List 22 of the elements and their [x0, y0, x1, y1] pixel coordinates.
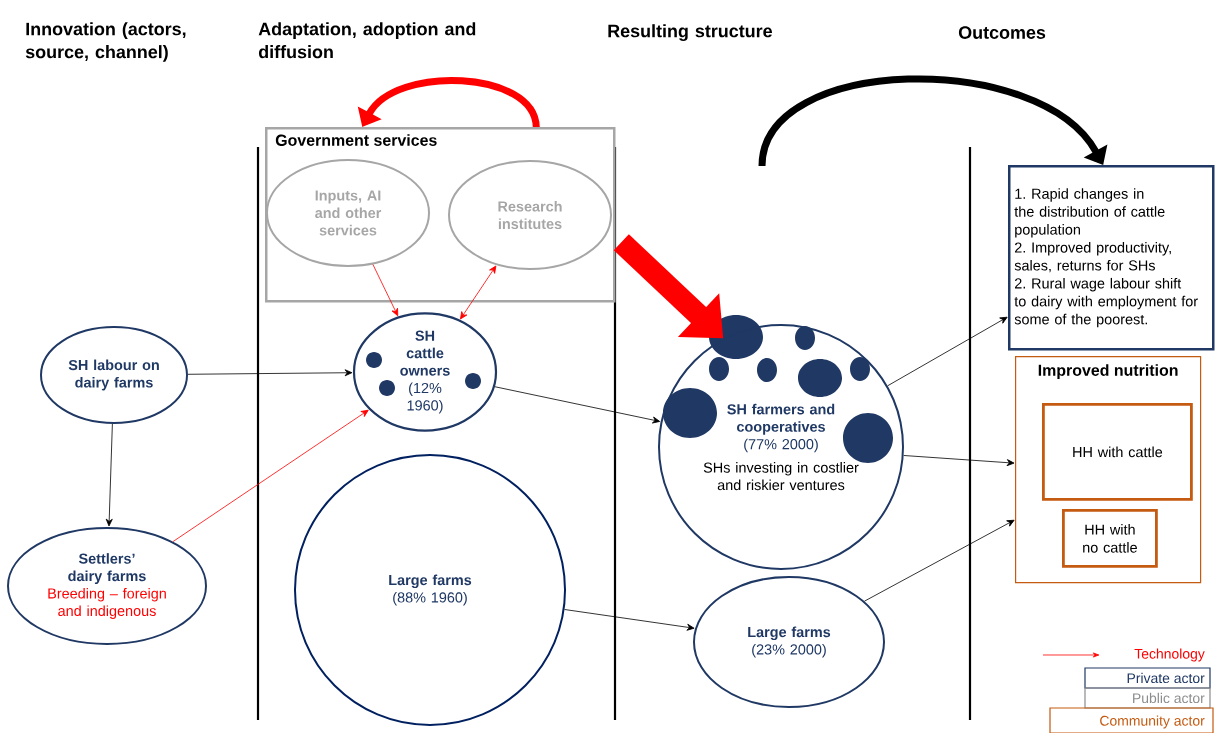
arrow	[564, 609, 695, 631]
arrow	[903, 455, 1015, 467]
legend-text: Public actor	[1133, 692, 1205, 704]
arrow	[172, 409, 369, 543]
arrow	[372, 264, 399, 317]
outcome-box: 1. Rapid changes in the distribution of cattle population 2. Improved productivity, sales, returns for SHs 2. Rural wage labour shift to dairy with employment for some of the poorest.	[1008, 165, 1215, 351]
arrow	[187, 369, 353, 377]
outcome-box: HH with no cattle	[1062, 509, 1158, 568]
arrow	[758, 75, 1108, 167]
legend-text: Private actor	[1127, 672, 1205, 684]
arrow	[105, 423, 113, 527]
column-heading: Resulting structure	[608, 24, 772, 41]
arrow	[864, 519, 1015, 602]
legend-text: Community actor	[1100, 715, 1205, 729]
arrow	[460, 265, 497, 320]
column-heading: Outcomes	[958, 26, 1046, 39]
legend-text: Technology	[1134, 648, 1205, 662]
arrow	[887, 316, 1008, 387]
column-heading: Innovation (actors, source, channel)	[25, 22, 186, 62]
arrow	[494, 386, 661, 424]
column-heading: Adaptation, adoption and diffusion	[258, 22, 476, 59]
outcome-box: HH with cattle	[1042, 403, 1193, 501]
